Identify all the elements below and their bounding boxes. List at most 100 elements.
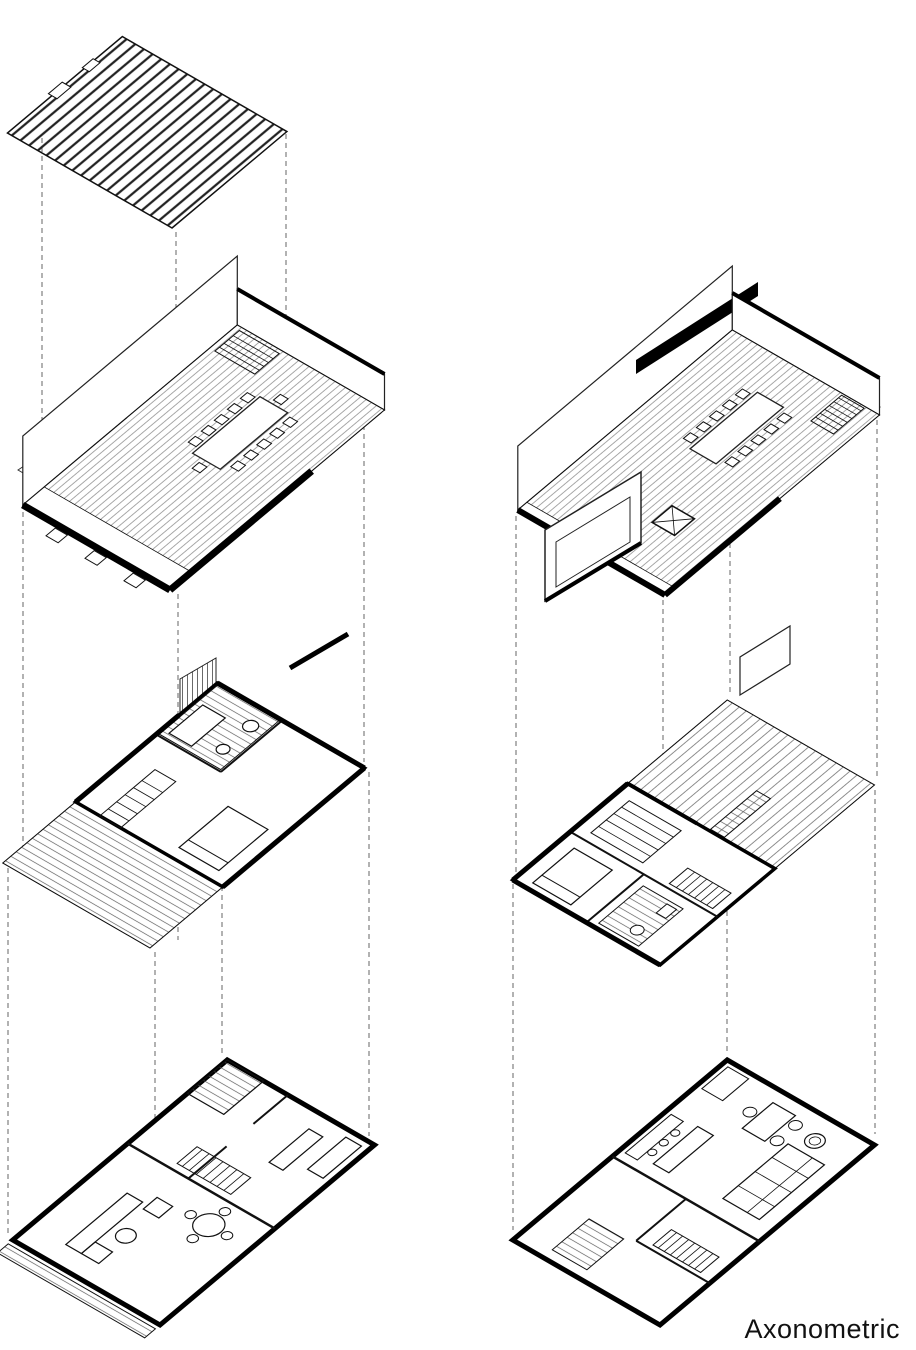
chair: [257, 439, 272, 449]
chair: [283, 417, 298, 427]
sink: [656, 904, 676, 919]
exterior-wall: [513, 784, 628, 880]
right-upper-floor: [513, 626, 875, 965]
coffee-table: [111, 1226, 140, 1247]
chair: [270, 428, 285, 438]
bed: [179, 806, 268, 870]
sink: [239, 718, 262, 734]
dining-table: [742, 1103, 795, 1142]
wardrobe: [100, 770, 176, 828]
parapet-wall: [23, 505, 170, 590]
chair: [188, 436, 203, 446]
left-terrace-plate: [11, 325, 385, 600]
chair: [786, 1119, 806, 1133]
left-roof-panel: [4, 35, 287, 228]
skylight: [652, 506, 694, 536]
exterior-wall: [513, 880, 660, 965]
bed-pillow-line: [188, 840, 228, 863]
left-terrace-level: [11, 256, 385, 600]
sofa: [66, 1193, 143, 1253]
chair: [244, 450, 259, 460]
terrace-parapet-cap: [732, 293, 879, 378]
chair: [192, 462, 207, 472]
front-fence: [0, 1244, 155, 1338]
left-ground-floor: [0, 1060, 374, 1338]
kitchen-island: [653, 1126, 713, 1172]
louvre-screen: [711, 791, 771, 838]
exterior-wall: [628, 784, 697, 824]
interior-wall: [156, 734, 221, 772]
planter: [46, 528, 67, 543]
chair: [273, 394, 288, 404]
stair: [669, 868, 731, 908]
right-terrace-level: [518, 266, 880, 601]
chair: [709, 411, 724, 421]
stair: [177, 1147, 251, 1195]
wardrobe: [591, 801, 681, 863]
garage-base-cap: [545, 543, 641, 601]
armchair: [143, 1197, 172, 1218]
toilet: [213, 742, 233, 756]
bed-pillow-line: [542, 875, 580, 897]
roof-vent: [82, 59, 100, 72]
left-upper-floor: [3, 634, 365, 948]
exterior-walls: [513, 1060, 875, 1325]
exterior-wall: [223, 768, 365, 887]
pergola-beam: [636, 282, 758, 374]
parapet-wall: [170, 471, 312, 590]
chair: [725, 457, 740, 467]
terrace-parapet-cap: [237, 289, 384, 374]
chair: [751, 435, 766, 445]
kitchen-counter: [625, 1114, 683, 1160]
dormer-wall: [740, 626, 790, 695]
planter: [124, 573, 145, 588]
drawing-caption: Axonometric: [744, 1314, 900, 1344]
interior-wall: [570, 832, 717, 917]
interior-wall: [586, 874, 643, 922]
back-wall-cap: [290, 634, 348, 668]
sofa: [723, 1144, 824, 1220]
chair: [722, 400, 737, 410]
bed: [533, 848, 612, 905]
chair: [214, 414, 229, 424]
chair: [217, 1206, 233, 1217]
left-ground-plate: [0, 1060, 374, 1338]
kitchen-island: [269, 1129, 323, 1170]
chair: [767, 1134, 787, 1148]
chair: [240, 393, 255, 403]
toilet: [627, 923, 647, 937]
stair: [811, 395, 864, 434]
bathroom-tile-hatch: [599, 886, 683, 946]
chair: [219, 1230, 235, 1241]
chair: [735, 389, 750, 399]
right-ground-floor: [513, 1060, 875, 1325]
chair: [696, 422, 711, 432]
chair: [185, 1233, 201, 1244]
chair: [227, 404, 242, 414]
right-ground-plate: [513, 1060, 875, 1325]
planter: [85, 551, 106, 566]
roof-vent: [48, 82, 70, 99]
chair: [738, 446, 753, 456]
exterior-wall: [76, 715, 179, 802]
interior-wall: [612, 1156, 759, 1241]
chair: [683, 433, 698, 443]
exterior-wall: [217, 683, 364, 768]
bathtub: [169, 705, 225, 746]
chair: [764, 424, 779, 434]
chair: [182, 1209, 198, 1220]
interior-wall: [221, 720, 282, 771]
kitchen-counter: [308, 1137, 362, 1178]
cabinet: [702, 1067, 749, 1101]
chair: [777, 413, 792, 423]
armchair: [800, 1131, 829, 1152]
chair: [201, 425, 216, 435]
exterior-walls: [13, 1060, 375, 1325]
sofa: [81, 1242, 112, 1264]
interior-wall: [128, 1144, 275, 1229]
chair: [740, 1105, 760, 1119]
garage-door: [556, 497, 630, 587]
stair: [653, 1230, 719, 1273]
